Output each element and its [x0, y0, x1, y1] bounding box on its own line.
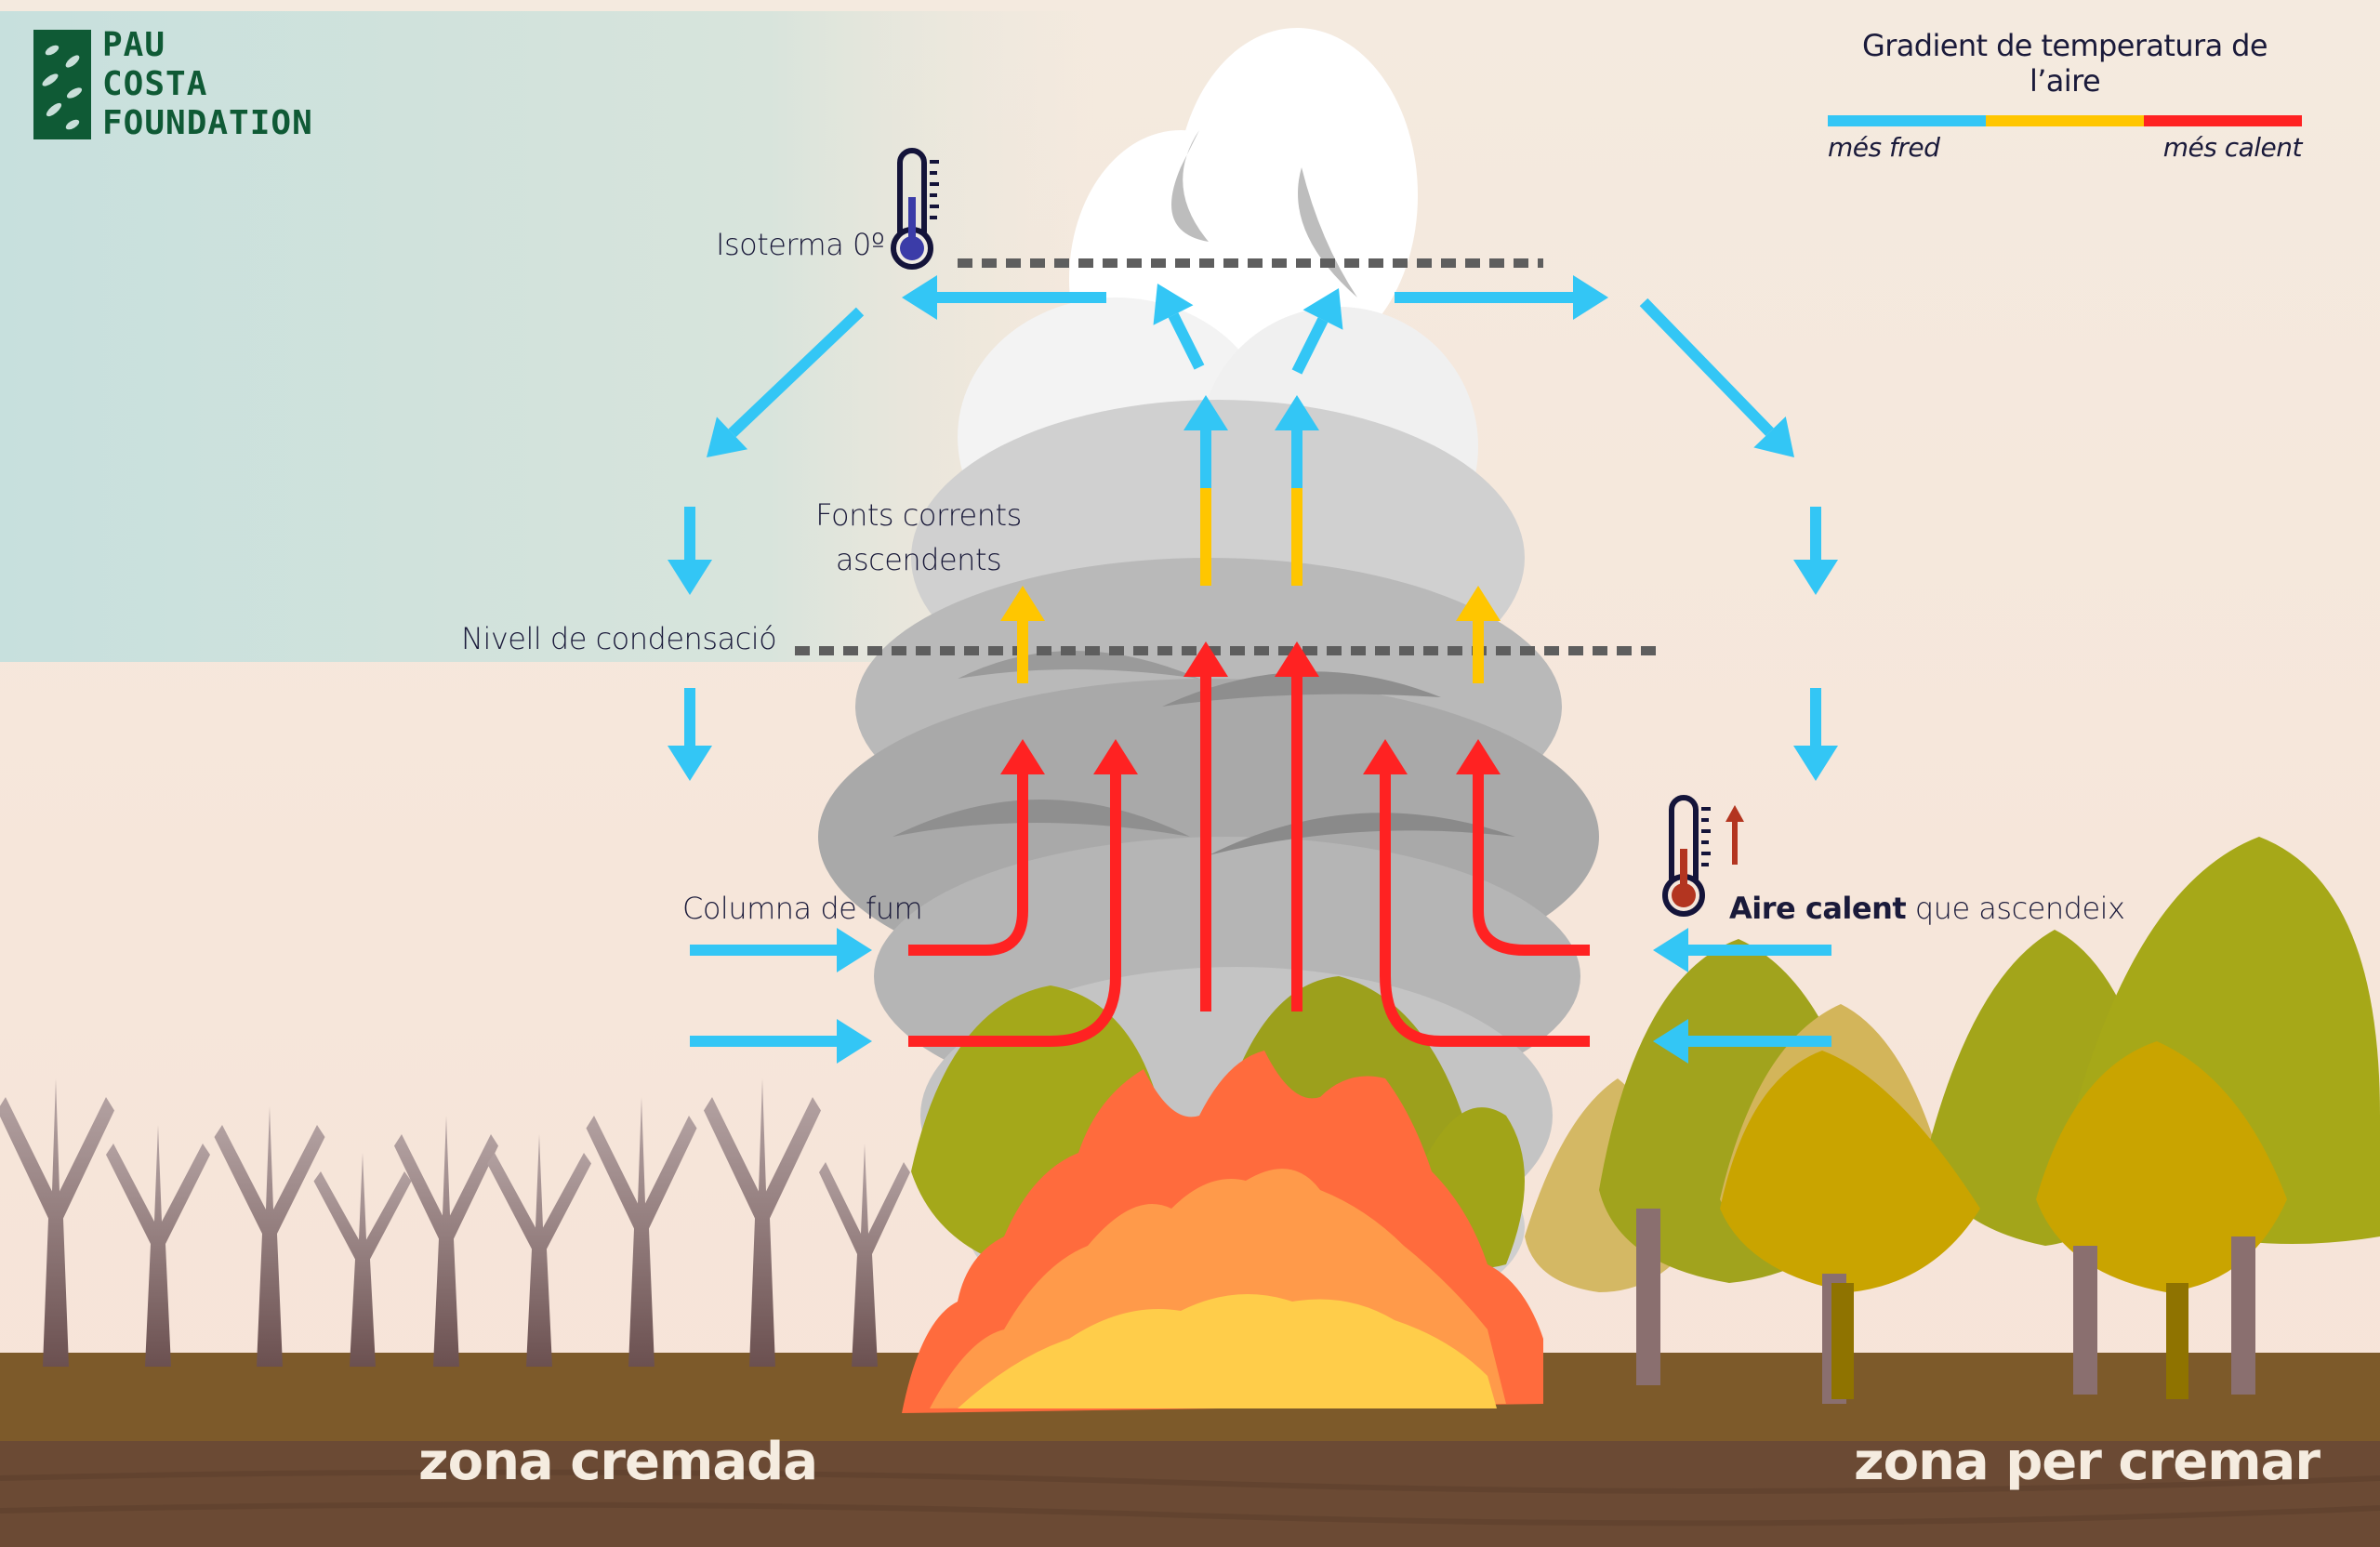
dead-tree — [313, 1153, 412, 1367]
updraft-top-right-arrow — [1291, 288, 1343, 375]
updrafts-label-line2: ascendents — [835, 542, 1002, 577]
hot-air-label: Aire calent que ascendeix — [1729, 891, 2125, 926]
legend-swatch-hot — [2144, 115, 2302, 126]
updrafts-label-line1: Fonts corrents — [815, 497, 1022, 533]
updraft-cold-arrow-1 — [1183, 395, 1228, 488]
updraft-cold-arrow-2 — [1275, 395, 1319, 488]
hot-inflow-curve-right-2 — [1473, 781, 1590, 956]
logo-line-foundation: FOUNDATION — [102, 104, 313, 142]
hot-inflow-curve-left-2 — [908, 781, 1121, 1047]
dead-tree — [586, 1097, 697, 1367]
warm-updraft-right-arrow — [1456, 586, 1501, 683]
hot-inflow-curve-left-1 — [908, 781, 1028, 956]
downdraft-left-diagonal-arrow — [707, 307, 865, 457]
downdraft-left-arrow-2 — [668, 688, 712, 781]
dead-tree — [819, 1144, 910, 1367]
rising-temperature-arrow-icon — [1726, 805, 1744, 865]
dead-tree — [394, 1116, 498, 1367]
legend-title: Gradient de temperatura de l’aire — [1862, 28, 2268, 99]
hot-air-label-bold: Aire calent — [1729, 891, 1907, 926]
dead-tree — [0, 1078, 114, 1367]
warm-updraft-left-arrow — [1000, 586, 1045, 683]
updraft-top-left-arrow — [1153, 284, 1205, 370]
updrafts-label: Fonts corrents ascendents — [798, 493, 1039, 582]
hot-updraft-center-right-arrow — [1275, 641, 1319, 1012]
fire-flames — [902, 1051, 1543, 1413]
hot-curve-arrowhead-1 — [1000, 739, 1045, 800]
air-flow-arrows — [668, 275, 1838, 1064]
logo-wordmark: PAU COSTA FOUNDATION — [102, 26, 313, 143]
inflow-right-arrow-2 — [1653, 1019, 1831, 1064]
burned-zone-label: zona cremada — [418, 1432, 818, 1492]
condensation-level-label: Nivell de condensació — [461, 621, 777, 656]
legend-swatch-cold — [1828, 115, 1986, 126]
hot-updraft-center-left-arrow — [1183, 641, 1228, 1012]
hot-curve-arrowhead-4 — [1456, 739, 1501, 800]
inflow-right-arrow-1 — [1653, 928, 1831, 972]
logo-line-pau: PAU — [102, 26, 166, 64]
cold-thermometer-icon — [891, 148, 939, 270]
legend-gradient-bar — [1828, 115, 2302, 126]
pau-costa-logo: PAU COSTA FOUNDATION — [33, 26, 313, 143]
hot-inflow-curve-right-1 — [1380, 781, 1590, 1047]
soil-layer — [0, 1441, 2380, 1547]
outflow-left-arrow — [902, 275, 1106, 320]
dead-tree — [214, 1106, 325, 1367]
downdraft-right-arrow-2 — [1793, 688, 1838, 781]
legend-swatch-warm — [1986, 115, 2144, 126]
logo-emblem-icon — [33, 30, 91, 139]
unburned-trees — [1525, 837, 2380, 1404]
hot-air-label-rest: que ascendeix — [1906, 891, 2125, 926]
logo-line-costa: COSTA — [102, 65, 208, 103]
downdraft-right-diagonal-arrow — [1639, 298, 1794, 457]
dead-tree — [106, 1125, 210, 1367]
legend-hot-label: més calent — [2162, 132, 2303, 163]
legend-cold-label: més fred — [1828, 132, 1940, 163]
hot-thermometer-icon — [1662, 795, 1744, 917]
inflow-left-arrow-1 — [690, 928, 872, 972]
downdraft-right-arrow-1 — [1793, 507, 1838, 595]
hot-curve-arrowhead-2 — [1093, 739, 1138, 800]
downdraft-left-arrow-1 — [668, 507, 712, 595]
unburned-zone-label: zona per cremar — [1854, 1432, 2320, 1492]
dead-tree — [487, 1134, 591, 1367]
burned-trees — [0, 1078, 910, 1367]
hot-curve-arrowhead-3 — [1363, 739, 1408, 800]
outflow-right-arrow — [1395, 275, 1608, 320]
inflow-left-arrow-2 — [690, 1019, 872, 1064]
smoke-column-label: Columna de fum — [682, 891, 923, 926]
temperature-legend: Gradient de temperatura de l’aire més fr… — [1828, 28, 2303, 163]
dead-tree — [704, 1078, 821, 1367]
isotherm-label: Isoterma 0º — [716, 227, 885, 262]
